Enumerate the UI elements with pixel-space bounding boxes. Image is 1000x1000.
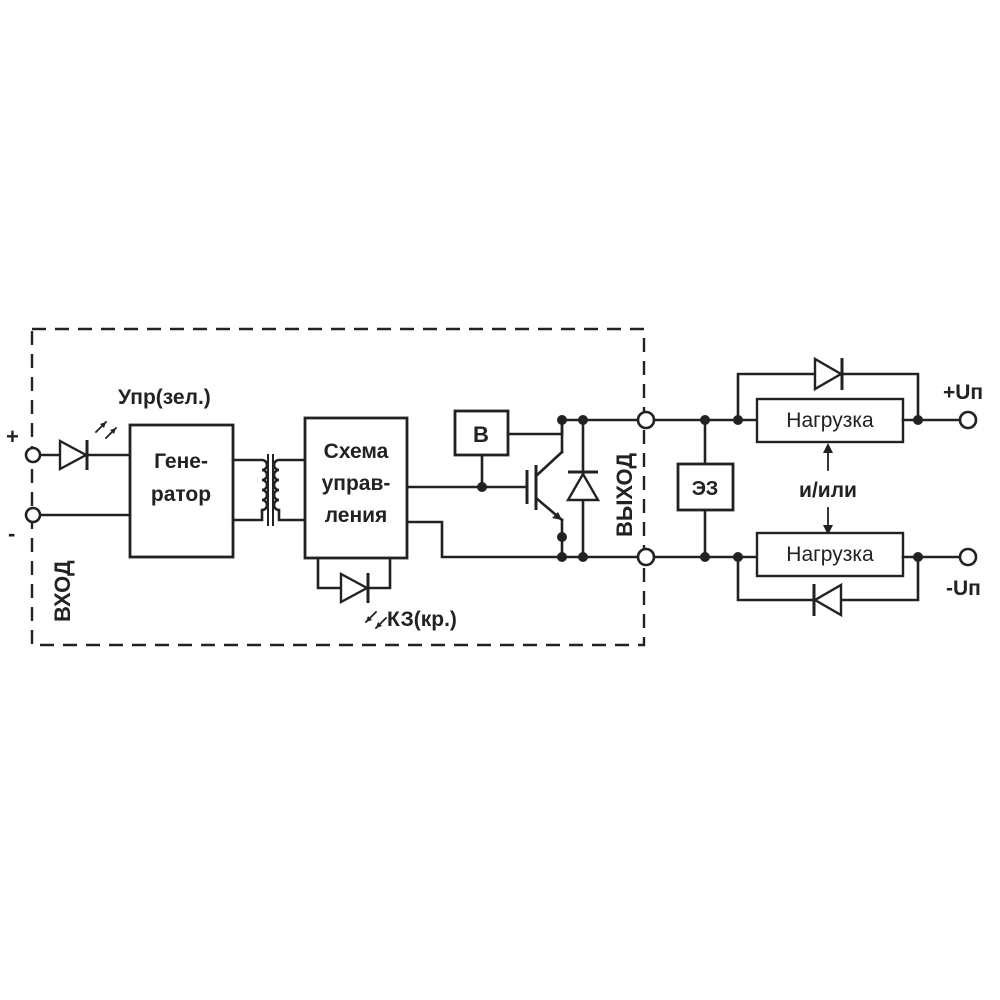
and-or-arrow-icon [823,443,833,535]
input-plus-terminal[interactable] [24,446,42,464]
load-bottom-label: Нагрузка [786,543,874,566]
control-circuit-label-line3: ления [325,504,388,527]
freewheel-diode-icon [565,418,601,559]
led-short-label: КЗ(кр.) [387,608,457,631]
supply-plus-label: +Uп [943,381,983,404]
supply-plus-terminal[interactable] [958,410,978,430]
control-circuit-label-line2: управ- [322,472,391,495]
generator-label-line1: Гене- [154,450,208,473]
load-top-label: Нагрузка [786,409,874,432]
protection-element [676,462,735,512]
load-top [755,397,905,444]
input-minus-sign: - [8,521,15,546]
block-b [453,409,510,457]
load-top-diode-icon [736,356,920,422]
supply-minus-terminal[interactable] [958,547,978,567]
led-short-icon [316,556,392,630]
output-terminal-bottom[interactable] [636,547,656,567]
input-plus-sign: + [6,424,19,449]
module-frame [30,327,646,647]
control-circuit-label-line1: Схема [324,440,389,463]
generator-block [128,423,235,559]
supply-minus-label: -Uп [946,577,981,600]
control-circuit-block [303,416,409,560]
and-or-label: и/или [799,479,857,502]
load-bottom [755,531,905,578]
protection-label: ЭЗ [692,478,719,500]
generator-label-line2: ратор [151,483,211,506]
input-label: ВХОД [50,560,75,622]
return-wire [405,520,642,559]
output-label: ВЫХОД [612,453,637,537]
output-terminal-top[interactable] [636,410,656,430]
load-bottom-diode-icon [736,555,920,618]
transformer-icon [231,454,307,526]
led-control-icon [58,420,118,472]
block-b-label: В [473,422,489,447]
led-control-label: Упр(зел.) [118,386,211,409]
input-minus-terminal[interactable] [24,506,42,524]
